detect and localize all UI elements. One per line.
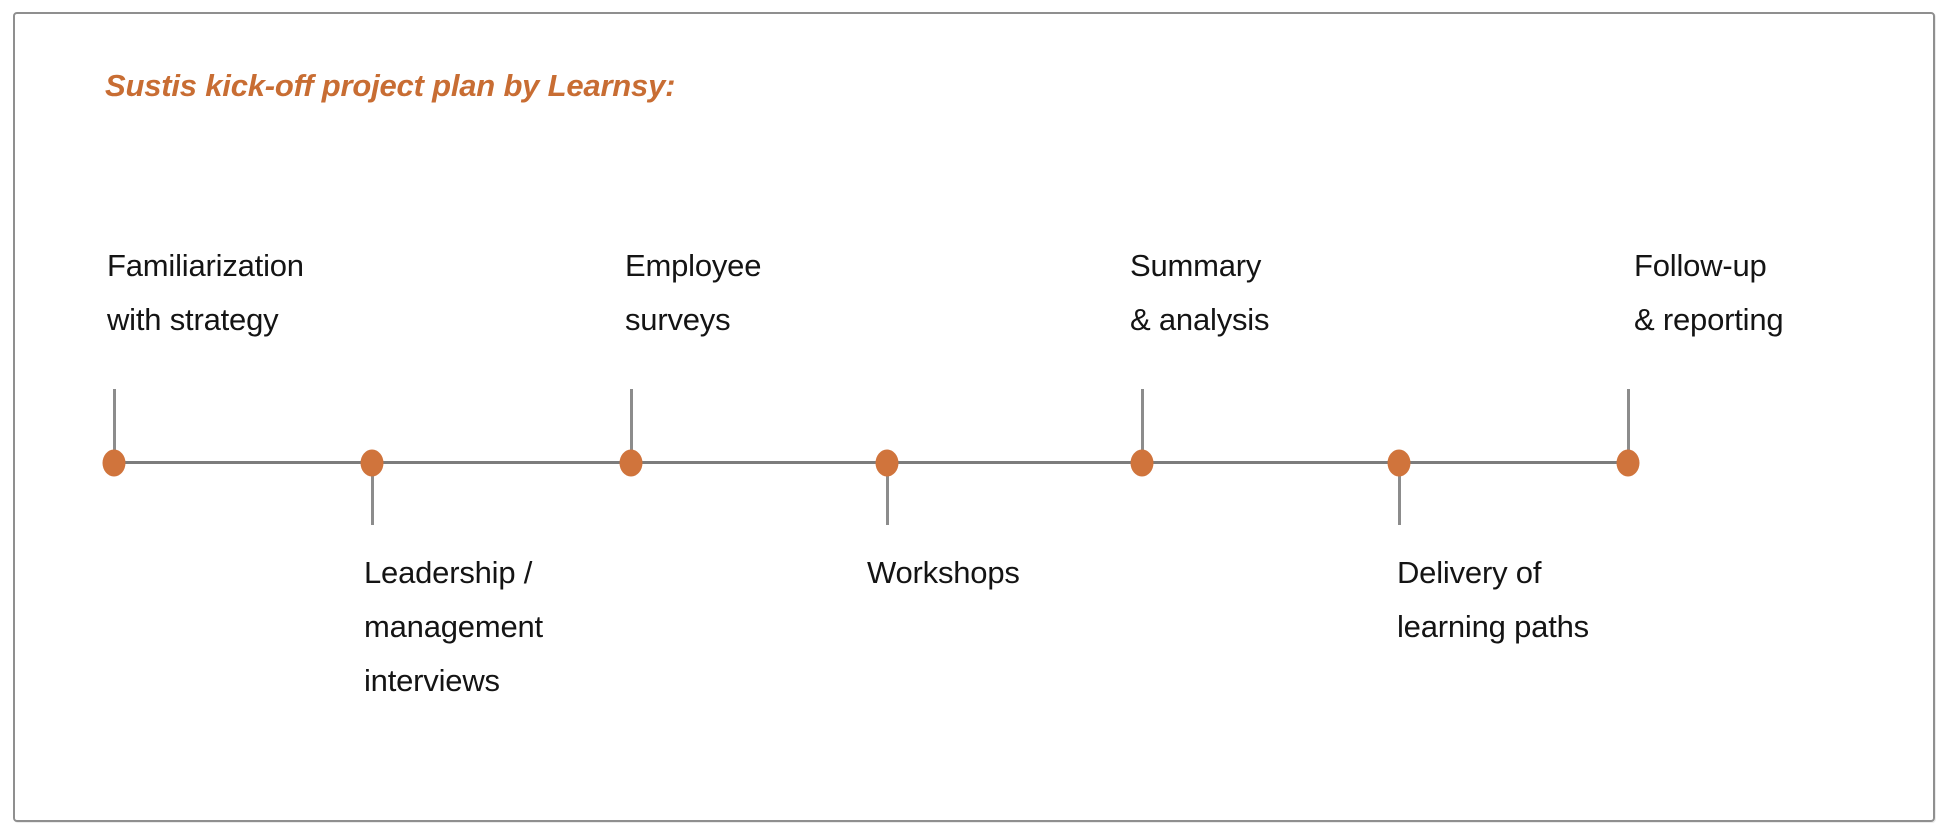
milestone-tick-line (885, 464, 889, 525)
page-title: Sustis kick-off project plan by Learnsy: (105, 68, 676, 103)
milestone-tick-line (1397, 464, 1401, 525)
milestone-dot (1130, 449, 1154, 477)
milestone-dot (1616, 449, 1640, 477)
milestone-label-delivery-learning-paths: Delivery of learning paths (1397, 555, 1589, 644)
milestone-label-leadership-interviews: Leadership / management interviews (364, 555, 543, 698)
milestone-tick-line (112, 389, 116, 463)
milestone-label-familiarization: Familiarization with strategy (107, 248, 304, 337)
milestone-tick-line (1140, 389, 1144, 463)
milestone-tick-line (1626, 389, 1630, 463)
milestone-dot (102, 449, 126, 477)
timeline-line (114, 461, 1628, 464)
milestone-dot (875, 449, 899, 477)
milestone-label-workshops: Workshops (867, 555, 1020, 590)
slide-border-frame (13, 12, 1935, 822)
milestone-label-summary-analysis: Summary & analysis (1130, 248, 1270, 337)
milestone-label-follow-up-reporting: Follow-up & reporting (1634, 248, 1784, 337)
milestone-dot (1387, 449, 1411, 477)
milestone-tick-line (370, 464, 374, 525)
milestone-dot (360, 449, 384, 477)
milestone-tick-line (629, 389, 633, 463)
milestone-label-employee-surveys: Employee surveys (625, 248, 762, 337)
milestone-dot (619, 449, 643, 477)
